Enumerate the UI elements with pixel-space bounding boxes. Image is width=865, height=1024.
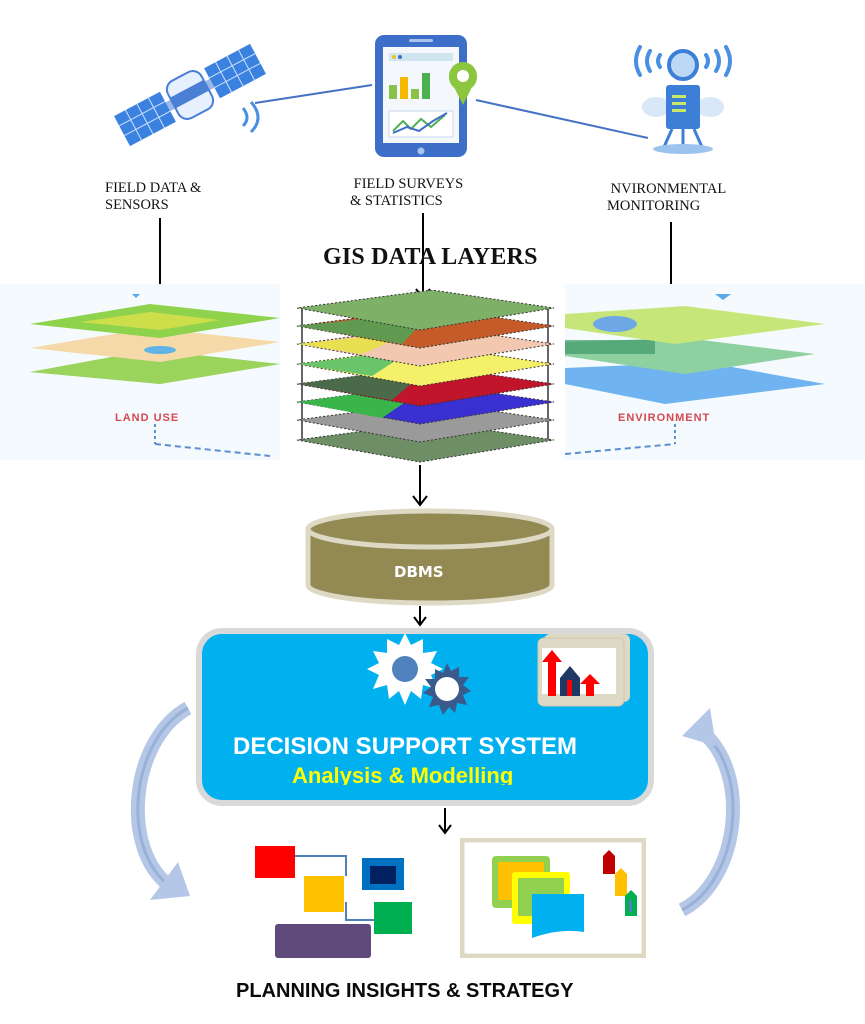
satellite-icon bbox=[114, 43, 266, 147]
growth-chart-document-icon bbox=[537, 634, 630, 707]
planning-flowchart-icon bbox=[255, 846, 412, 958]
land-use-layers-graphic bbox=[30, 294, 280, 457]
source-label-environmental-monitoring: NVIRONMENTAL MONITORING bbox=[607, 181, 727, 214]
environment-layers-graphic bbox=[564, 294, 825, 455]
cycle-arrow-left-icon bbox=[130, 701, 192, 900]
land-use-label: LAND USE bbox=[115, 412, 180, 424]
planning-map-board-icon bbox=[460, 838, 646, 958]
dss-subtitle: Analysis & Modelling bbox=[292, 763, 514, 785]
monitoring-station-icon bbox=[634, 45, 732, 154]
cycle-arrow-right-icon bbox=[678, 708, 741, 917]
environment-label: ENVIRONMENT bbox=[618, 412, 711, 424]
connector-tablet-station bbox=[475, 99, 649, 139]
dbms-cylinder bbox=[305, 508, 555, 606]
gis-layer-stack-graphic bbox=[296, 290, 555, 463]
environment-map-panel bbox=[564, 284, 865, 460]
arrow-gis-to-dbms bbox=[412, 465, 428, 507]
arrow-dbms-to-dss bbox=[413, 606, 427, 627]
planning-insights-title: PLANNING INSIGHTS & STRATEGY bbox=[236, 980, 574, 1002]
gears-icon bbox=[367, 633, 471, 715]
tablet-statistics-icon bbox=[375, 35, 477, 157]
source-label-field-surveys-statistics: FIELD SURVEYS & STATISTICS bbox=[350, 176, 464, 209]
gis-data-layers-title: GIS DATA LAYERS bbox=[323, 244, 538, 270]
connector-satellite-tablet bbox=[254, 84, 373, 104]
dbms-label: DBMS bbox=[394, 563, 444, 581]
land-use-map-panel bbox=[0, 284, 280, 460]
arrow-dss-to-planning bbox=[438, 808, 452, 835]
source-label-field-data-sensors: FIELD DATA & SENSORS bbox=[105, 180, 202, 213]
dss-title: DECISION SUPPORT SYSTEM bbox=[233, 733, 578, 760]
